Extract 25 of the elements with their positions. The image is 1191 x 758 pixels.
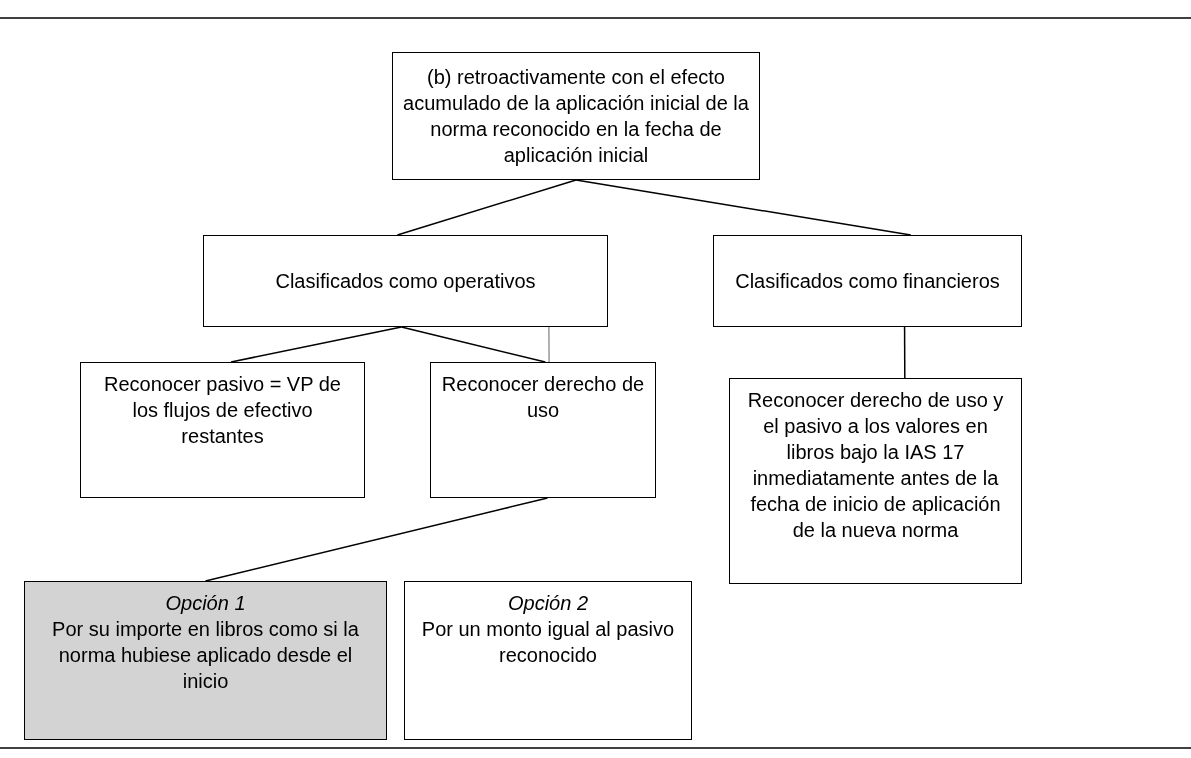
option-heading: Opción 2 bbox=[507, 591, 589, 616]
process-box bbox=[24, 581, 387, 740]
process-box bbox=[404, 581, 692, 740]
box-text: Por su importe en libros como si la norma hubiese aplicado desde el inicio bbox=[51, 617, 360, 694]
box-text: Reconocer pasivo = VP de los flujos de efectivo restantes bbox=[103, 372, 342, 449]
process-box bbox=[713, 235, 1022, 327]
connector-line bbox=[903, 326, 906, 379]
process-box bbox=[729, 378, 1022, 584]
box-text: Reconocer derecho de uso y el pasivo a los valores en libros bajo la IAS 17 inmediatamente antes de la fecha de inicio de aplicación de la nueva norma bbox=[746, 388, 1005, 543]
option-heading: Opción 1 bbox=[165, 591, 246, 616]
connector-line bbox=[204, 497, 549, 582]
connector-line bbox=[548, 326, 550, 363]
process-box bbox=[80, 362, 365, 498]
connector-line bbox=[575, 179, 912, 236]
connector-line bbox=[400, 326, 546, 363]
connector-line bbox=[396, 179, 577, 236]
box-text: Clasificados como financieros bbox=[735, 269, 1000, 294]
process-box bbox=[392, 52, 760, 180]
box-text: Reconocer derecho de uso bbox=[441, 372, 645, 423]
process-box bbox=[203, 235, 608, 327]
box-text: Clasificados como operativos bbox=[275, 269, 536, 294]
connector-line bbox=[230, 326, 403, 363]
box-text: (b) retroactivamente con el efecto acumulado de la aplicación inicial de la norma reconocido en la fecha de aplicación inicial bbox=[403, 65, 749, 168]
process-box bbox=[430, 362, 656, 498]
box-text: Por un monto igual al pasivo reconocido bbox=[420, 617, 676, 668]
